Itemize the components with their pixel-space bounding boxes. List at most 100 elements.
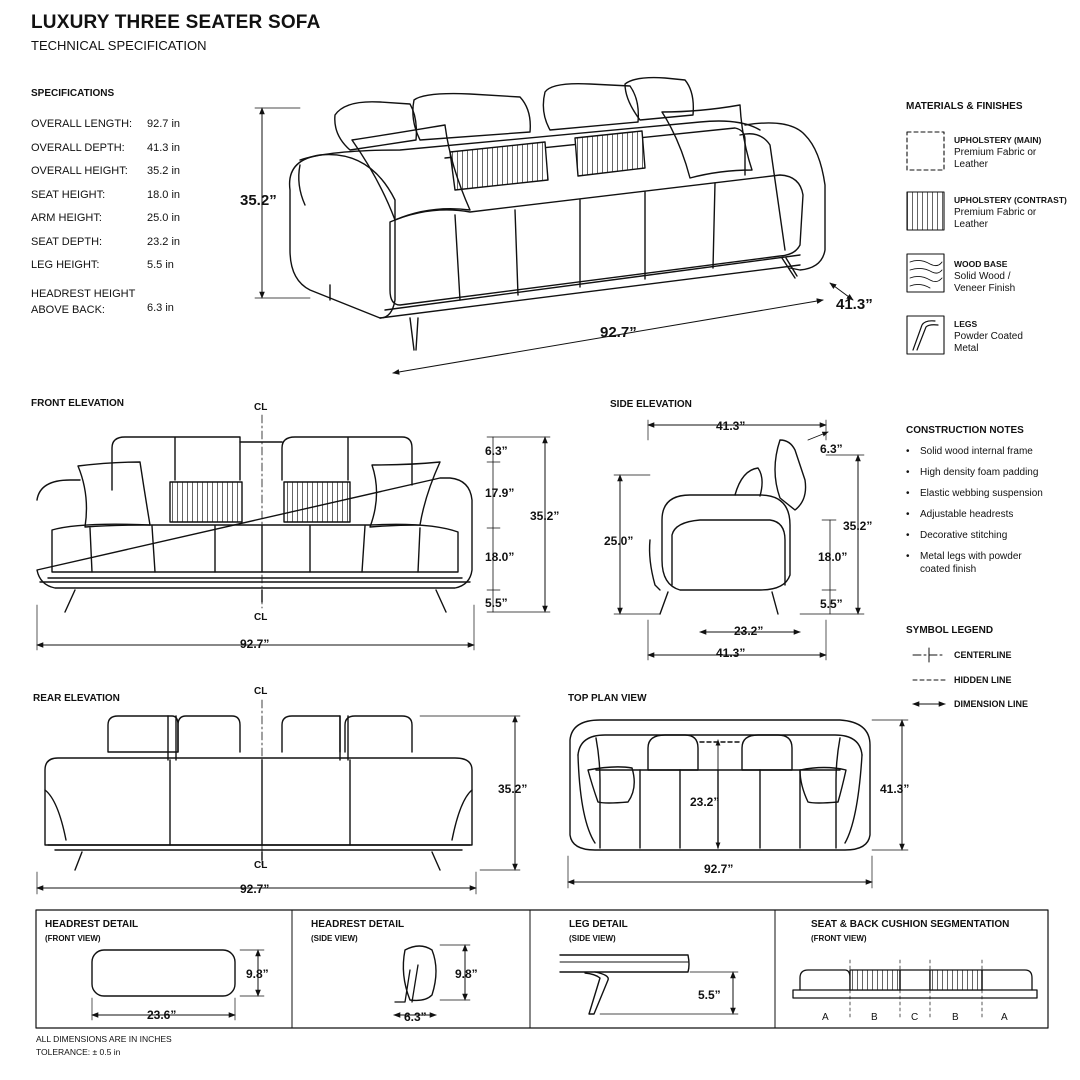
spec-value: 23.2 in: [147, 235, 181, 248]
list-item: Solid wood internal frame: [906, 445, 1070, 458]
spec-label: SEAT DEPTH:: [31, 235, 103, 248]
front-elevation-title: FRONT ELEVATION: [31, 398, 124, 409]
spec-label: OVERALL LENGTH:: [31, 118, 133, 130]
construction-heading: CONSTRUCTION NOTES: [906, 425, 1024, 436]
detail-title: SEAT & BACK CUSHION SEGMENTATION: [811, 919, 1010, 930]
centerline-label-top: CL: [254, 402, 268, 413]
material-desc: Premium Fabric or: [954, 146, 1037, 158]
headrest-width-dim: 23.6”: [147, 1008, 177, 1022]
centerline-label-bottom: CL: [254, 612, 268, 623]
materials-heading: MATERIALS & FINISHES: [906, 101, 1023, 112]
headrest-spec-line2: ABOVE BACK:: [31, 304, 105, 316]
spec-label: SEAT HEIGHT:: [31, 188, 106, 201]
symbol-legend-drawing: [912, 647, 946, 707]
centerline-label: CENTERLINE: [954, 650, 1012, 660]
detail-subtitle: (FRONT VIEW): [45, 934, 101, 943]
spec-value: 18.0 in: [147, 188, 181, 201]
side-seat-depth-dim: 23.2”: [734, 624, 764, 638]
segment-label: B: [952, 1012, 959, 1023]
rear-length-dim: 92.7”: [240, 882, 270, 896]
headrest-spec-value: 6.3 in: [147, 302, 174, 314]
detail-title: HEADREST DETAIL: [311, 919, 405, 930]
spec-value: 5.5 in: [147, 259, 174, 271]
headrest-height-dim: 9.8”: [246, 967, 269, 981]
spec-row: LEG HEIGHT: 5.5 in: [31, 259, 180, 283]
list-item: High density foam padding: [906, 466, 1070, 479]
spec-value: 35.2 in: [147, 165, 181, 177]
rear-elevation-title: REAR ELEVATION: [33, 693, 120, 704]
side-leg-dim: 5.5”: [820, 597, 843, 611]
front-seat-dim: 18.0”: [485, 550, 515, 564]
top-plan-drawing: [567, 719, 909, 889]
material-desc: Metal: [954, 343, 979, 354]
rear-elevation-drawing: [36, 699, 521, 895]
detail-subtitle: (SIDE VIEW): [311, 934, 358, 943]
detail-strip: [35, 909, 1049, 1029]
material-desc: Solid Wood /: [954, 270, 1011, 282]
plan-seat-depth-dim: 23.2”: [690, 795, 720, 809]
headrest-spec-line1: HEADREST HEIGHT: [31, 288, 136, 300]
footnote-tolerance: TOLERANCE: ± 0.5 in: [36, 1047, 121, 1057]
spec-row: SEAT DEPTH: 23.2 in: [31, 236, 180, 260]
spec-value: 41.3 in: [147, 141, 181, 154]
material-desc: Leather: [954, 159, 988, 170]
material-desc: Powder Coated: [954, 330, 1023, 342]
headrest-side-height-dim: 9.8”: [455, 967, 478, 981]
spec-value: 92.7 in: [147, 118, 181, 130]
list-item: Elastic webbing suspension: [906, 487, 1070, 500]
material-name: UPHOLSTERY (CONTRAST): [954, 195, 1067, 205]
side-depth-dim-bottom: 41.3”: [716, 646, 746, 660]
plan-view-title: TOP PLAN VIEW: [568, 693, 647, 704]
segment-label: A: [822, 1012, 829, 1023]
side-elevation-title: SIDE ELEVATION: [610, 399, 692, 410]
spec-row: OVERALL LENGTH: 92.7 in: [31, 118, 180, 142]
detail-subtitle: (FRONT VIEW): [811, 934, 867, 943]
side-depth-dim-top: 41.3”: [716, 419, 746, 433]
front-elevation-drawing: [36, 414, 551, 651]
perspective-height-dim: 35.2”: [240, 192, 277, 209]
front-length-dim: 92.7”: [240, 637, 270, 651]
front-back-dim: 17.9”: [485, 486, 515, 500]
headrest-depth-dim: 6.3”: [404, 1010, 427, 1024]
hidden-line-label: HIDDEN LINE: [954, 675, 1012, 685]
detail-title: LEG DETAIL: [569, 919, 628, 930]
material-desc: Leather: [954, 219, 988, 230]
plan-depth-dim: 41.3”: [880, 782, 910, 796]
detail-subtitle: (SIDE VIEW): [569, 934, 616, 943]
spec-value: 25.0 in: [147, 212, 181, 224]
material-desc: Veneer Finish: [954, 283, 1016, 294]
perspective-view: [254, 76, 854, 375]
spec-label: OVERALL DEPTH:: [31, 141, 125, 154]
material-swatch-drawings: [906, 131, 945, 355]
spec-label: LEG HEIGHT:: [31, 259, 100, 271]
rear-centerline-label-bottom: CL: [254, 860, 268, 871]
perspective-depth-dim: 41.3”: [836, 296, 873, 313]
list-item: Decorative stitching: [906, 529, 1070, 542]
front-leg-dim: 5.5”: [485, 596, 508, 610]
front-headrest-dim: 6.3”: [485, 444, 508, 458]
construction-notes-list: Solid wood internal frame High density f…: [906, 445, 1070, 584]
material-name: LEGS: [954, 319, 978, 329]
rear-height-dim: 35.2”: [498, 782, 528, 796]
spec-row: SEAT HEIGHT: 18.0 in: [31, 189, 180, 213]
segment-label: A: [1001, 1012, 1008, 1023]
segment-label: C: [911, 1012, 919, 1023]
side-height-dim: 35.2”: [843, 519, 873, 533]
specifications-table: OVERALL LENGTH: 92.7 in OVERALL DEPTH: 41.…: [31, 118, 180, 283]
list-item: Metal legs with powder coated finish: [906, 550, 1045, 576]
page-subtitle: TECHNICAL SPECIFICATION: [31, 38, 207, 53]
dimension-line-label: DIMENSION LINE: [954, 699, 1029, 709]
plan-length-dim: 92.7”: [704, 862, 734, 876]
specifications-heading: SPECIFICATIONS: [31, 88, 115, 99]
side-seat-dim: 18.0”: [818, 550, 848, 564]
material-desc: Premium Fabric or: [954, 206, 1037, 218]
material-name: WOOD BASE: [954, 259, 1008, 269]
headrest-spec-label: HEADREST HEIGHT ABOVE BACK:: [31, 286, 135, 318]
spec-row: ARM HEIGHT:25.0 in: [31, 212, 180, 236]
side-arm-dim: 25.0”: [604, 534, 634, 548]
rear-centerline-label-top: CL: [254, 686, 268, 697]
detail-title: HEADREST DETAIL: [45, 919, 139, 930]
material-name: UPHOLSTERY (MAIN): [954, 135, 1042, 145]
perspective-length-dim: 92.7”: [600, 324, 637, 341]
